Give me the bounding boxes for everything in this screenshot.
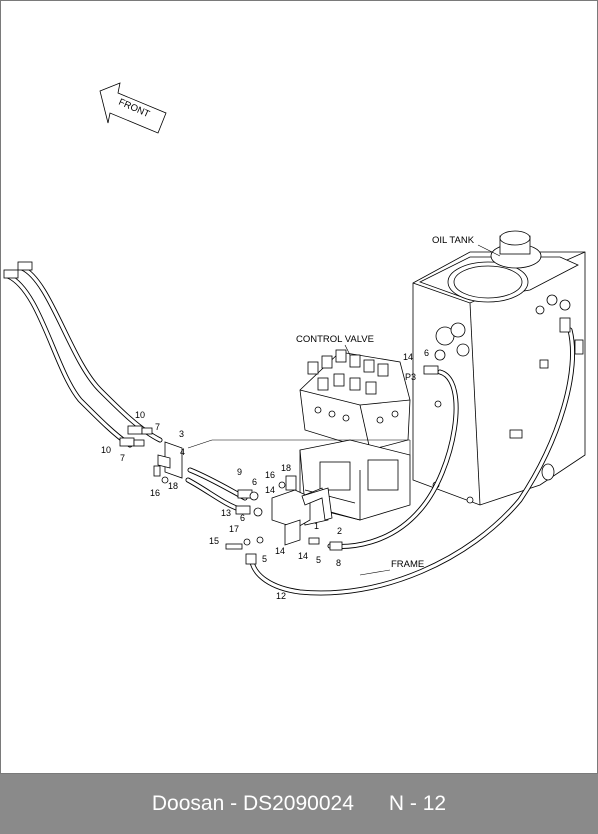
control-valve-label: CONTROL VALVE bbox=[296, 334, 374, 345]
front-arrow: FRONT bbox=[99, 82, 167, 134]
oil-tank-label: OIL TANK bbox=[432, 235, 475, 246]
callout-6b: 6 bbox=[240, 513, 245, 523]
callout-6c: 6 bbox=[424, 348, 429, 358]
callout-5b: 5 bbox=[316, 555, 321, 565]
callout-18b: 18 bbox=[281, 463, 291, 473]
pilot-hoses bbox=[3, 261, 163, 448]
oil-tank: OIL TANK bbox=[412, 230, 586, 506]
callout-13: 13 bbox=[221, 508, 231, 518]
tank-lines bbox=[225, 317, 584, 596]
frame-label: FRAME bbox=[391, 559, 424, 570]
footer-brand: Doosan bbox=[151, 792, 225, 815]
hydraulic-diagram: FRONT OIL TANK bbox=[3, 82, 586, 601]
callout-6a: 6 bbox=[252, 477, 257, 487]
valve-block bbox=[249, 475, 333, 546]
callout-17: 17 bbox=[229, 524, 239, 534]
callout-1: 1 bbox=[314, 521, 319, 531]
callout-12: 12 bbox=[276, 591, 286, 601]
callout-14b: 14 bbox=[265, 485, 275, 495]
callout-4: 4 bbox=[180, 447, 185, 457]
footer-part-code: DS2090024 bbox=[242, 792, 354, 815]
block-hoses bbox=[185, 467, 253, 515]
callout-15: 15 bbox=[209, 536, 219, 546]
callout-14c: 14 bbox=[275, 546, 285, 556]
callout-16a: 16 bbox=[150, 488, 160, 498]
callout-14a: 14 bbox=[403, 352, 413, 362]
footer-page-number: N - 12 bbox=[388, 792, 447, 815]
callout-9: 9 bbox=[237, 467, 242, 477]
callout-10b: 10 bbox=[101, 445, 111, 455]
callout-16b: 16 bbox=[265, 470, 275, 480]
callout-14d: 14 bbox=[298, 551, 308, 561]
bracket-fittings bbox=[119, 425, 183, 484]
footer-bar: Doosan - DS2090024 N - 12 bbox=[0, 774, 598, 834]
control-valve: CONTROL VALVE bbox=[296, 334, 411, 451]
callout-10a: 10 bbox=[135, 410, 145, 420]
callout-7b: 7 bbox=[120, 453, 125, 463]
callout-7a: 7 bbox=[155, 422, 160, 432]
callout-2: 2 bbox=[337, 526, 342, 536]
frame-structure bbox=[299, 439, 411, 526]
callout-18a: 18 bbox=[168, 481, 178, 491]
footer-separator: - bbox=[224, 792, 243, 815]
callout-8: 8 bbox=[336, 558, 341, 568]
p3-port-label: P3 bbox=[405, 372, 416, 382]
callout-5a: 5 bbox=[262, 554, 267, 564]
callout-3: 3 bbox=[179, 429, 184, 439]
